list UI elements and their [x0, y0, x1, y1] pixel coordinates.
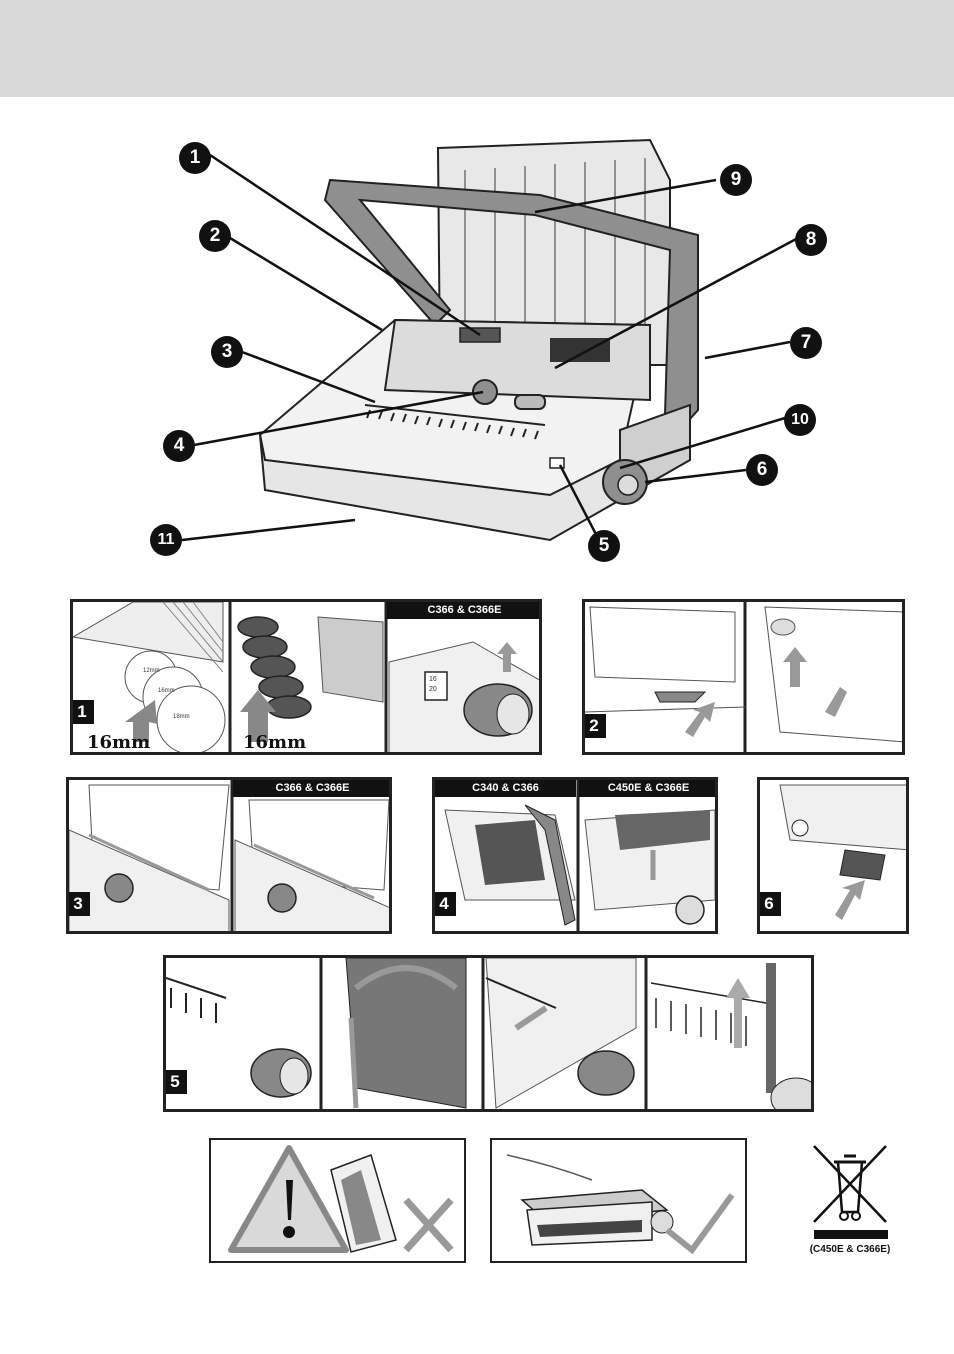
step-1-badge: 1 — [73, 700, 94, 724]
warning-correct-drawing — [506, 1154, 735, 1255]
step-3-model-tag: C366 & C366E — [233, 780, 389, 797]
step-3-panel: 3 C366 & C366E — [66, 777, 392, 934]
warning-correct-panel — [490, 1138, 747, 1263]
step-4-drawing — [444, 780, 715, 931]
weee-bin-icon — [813, 1145, 888, 1239]
step-5-badge: 5 — [166, 1070, 187, 1094]
callout-11: 11 — [150, 524, 182, 556]
step-4-badge: 4 — [435, 892, 456, 916]
callout-8: 8 — [795, 224, 827, 256]
dial-label-20: 20 — [429, 686, 437, 693]
step-2-panel: 2 — [582, 599, 905, 755]
warning-incorrect-drawing — [228, 1145, 454, 1253]
callout-2: 2 — [199, 220, 231, 252]
weee-caption: (C450E & C366E) — [809, 1244, 891, 1255]
binding-machine-overview: 1 2 3 4 5 6 7 8 9 10 11 — [150, 130, 830, 570]
callout-5: 5 — [588, 530, 620, 562]
step-1-model-tag: C366 & C366E — [387, 602, 539, 619]
warning-incorrect-panel — [209, 1138, 466, 1263]
callout-1: 1 — [179, 142, 211, 174]
callout-10: 10 — [784, 404, 816, 436]
step-6-badge: 6 — [760, 892, 781, 916]
step-1-drawing — [73, 602, 539, 752]
step-4-panel: 4 C340 & C366 C450E & C366E — [432, 777, 718, 934]
step-2-badge: 2 — [585, 714, 606, 738]
step-6-drawing — [779, 784, 906, 920]
callout-4: 4 — [163, 430, 195, 462]
step-1-panel: 1 16mm 16mm C366 & C366E 12mm 16mm 18mm … — [70, 599, 542, 755]
header-band — [0, 0, 954, 97]
step-3-badge: 3 — [69, 892, 90, 916]
step-6-panel: 6 — [757, 777, 909, 934]
step-4-model-tag-right: C450E & C366E — [579, 780, 715, 797]
binding-machine-drawing — [181, 138, 799, 543]
step-4-model-tag-left: C340 & C366 — [435, 780, 576, 797]
callout-6: 6 — [746, 454, 778, 486]
ring-label-16: 16mm — [158, 688, 175, 694]
step-1-size-left: 16mm — [87, 732, 151, 753]
callout-9: 9 — [720, 164, 752, 196]
step-2-drawing — [585, 602, 902, 752]
callout-3: 3 — [211, 336, 243, 368]
step-3-drawing — [69, 780, 389, 931]
ring-label-18: 18mm — [173, 714, 190, 720]
dial-label-16: 16 — [429, 676, 437, 683]
step-5-drawing — [166, 958, 811, 1109]
step-5-panel: 5 — [163, 955, 814, 1112]
step-1-size-mid: 16mm — [243, 732, 307, 753]
ring-label-12: 12mm — [143, 668, 160, 674]
callout-7: 7 — [790, 327, 822, 359]
